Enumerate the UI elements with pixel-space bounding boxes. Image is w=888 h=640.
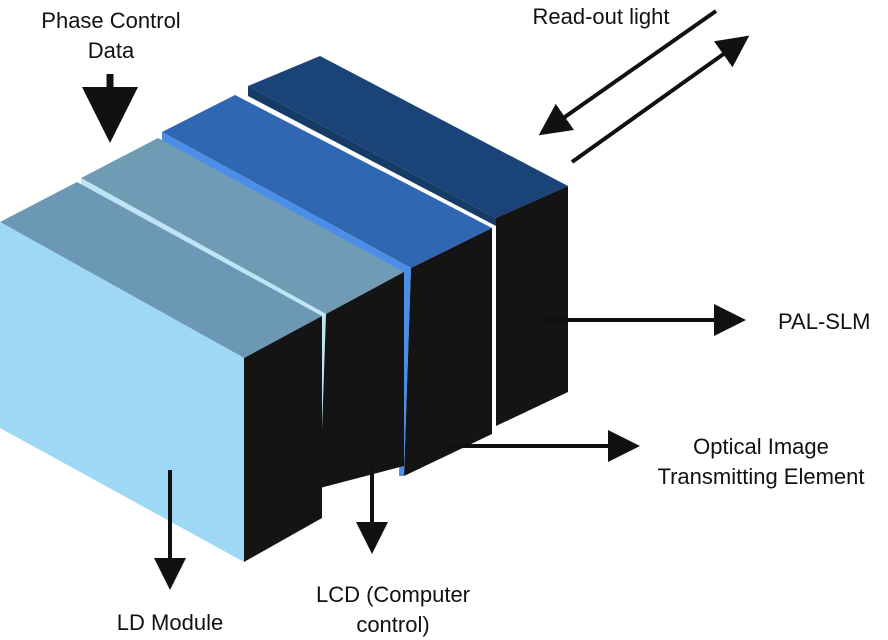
ld-module-front-face [0, 222, 244, 562]
ld-module-top-face [0, 182, 322, 358]
diagonal-arrow-icon [538, 9, 718, 136]
read-out-light-label: Read-out light [532, 4, 670, 29]
arrows [82, 9, 750, 590]
optical-image-transmitting-element-label: Optical Image Transmitting Element [657, 434, 865, 489]
lcd-side-face [320, 272, 404, 488]
ld-module-label: LD Module [116, 610, 224, 635]
lcd-layer [81, 138, 404, 488]
optical-element-top-face [162, 95, 492, 268]
lcd-computer-control-label: LCD (Computer control) [315, 582, 471, 637]
pal-slm-front-edge [248, 86, 496, 226]
lcd-top-face [81, 138, 404, 314]
ld-module-side-face [244, 316, 322, 562]
optical-element-side-face [404, 228, 492, 476]
diagonal-arrow-icon [570, 35, 750, 164]
phase-control-data-label: Phase Control Data [41, 8, 181, 63]
optical-element-layer [162, 95, 492, 476]
pal-slm-top-face [248, 56, 568, 218]
pal-slm-layer [248, 56, 568, 426]
ld-module-layer [0, 182, 322, 562]
optical-element-front-edge [162, 132, 411, 476]
pal-slm-label: PAL-SLM [778, 309, 871, 334]
pal-slm-side-face [496, 186, 568, 426]
